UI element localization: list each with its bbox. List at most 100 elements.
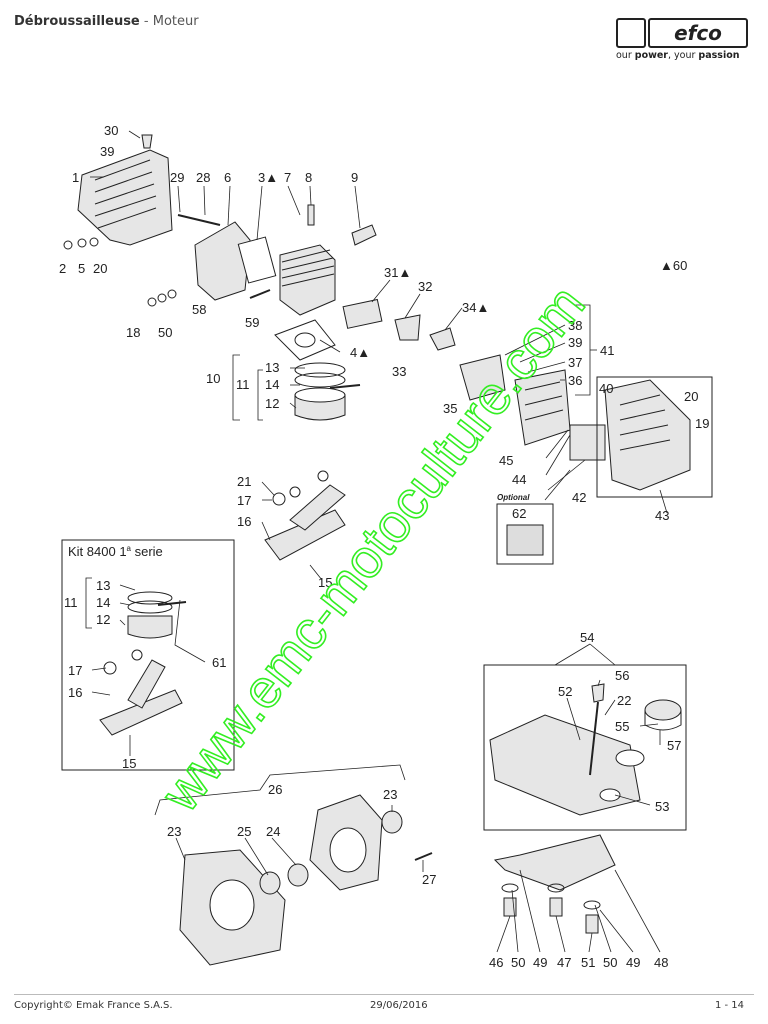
footer-date: 29/06/2016	[370, 1000, 428, 1011]
callout-61: 61	[212, 655, 226, 670]
part-screw-59	[249, 289, 271, 299]
page-header: Débroussailleuse - Moteur	[14, 14, 199, 29]
callout-24: 24	[266, 824, 280, 839]
part-damper-left	[501, 883, 519, 917]
callout-59: 59	[245, 315, 259, 330]
callout-31: 31▲	[384, 265, 411, 280]
callout-46: 46	[489, 955, 503, 970]
callout-19: 19	[695, 416, 709, 431]
callout-56: 56	[615, 668, 629, 683]
callout-39a: 39	[100, 144, 114, 159]
callout-7: 7	[284, 170, 291, 185]
callout-38: 38	[568, 318, 582, 333]
part-carburetor	[459, 354, 506, 401]
callout-14a: 14	[265, 377, 279, 392]
callout-30: 30	[104, 123, 118, 138]
part-crankcase-half-1	[179, 849, 286, 966]
part-gasket-hole	[294, 332, 316, 348]
part-gasket-3	[237, 236, 277, 284]
callout-5: 5	[78, 261, 85, 276]
leader-lines	[85, 130, 668, 953]
callout-14b: 14	[96, 595, 110, 610]
callout-18: 18	[126, 325, 140, 340]
callout-34: 34▲	[462, 300, 489, 315]
callout-2: 2	[59, 261, 66, 276]
optional-label: Optional	[497, 493, 530, 502]
part-fuel-filter	[591, 683, 605, 703]
callout-16a: 16	[237, 514, 251, 529]
title-separator: -	[139, 14, 153, 29]
callout-23a: 23	[383, 787, 397, 802]
callout-51: 51	[581, 955, 595, 970]
part-piston	[294, 362, 361, 421]
callout-47: 47	[557, 955, 571, 970]
part-filter-cover-frame	[596, 376, 713, 498]
callout-12a: 12	[265, 396, 279, 411]
callout-3: 3▲	[258, 170, 278, 185]
callout-41: 41	[600, 343, 614, 358]
callout-44: 44	[512, 472, 526, 487]
part-damper-right	[583, 900, 601, 934]
callout-53: 53	[655, 799, 669, 814]
part-screw-30	[141, 134, 153, 149]
callout-49b: 49	[626, 955, 640, 970]
callout-8: 8	[305, 170, 312, 185]
callout-1: 1	[72, 170, 79, 185]
callout-50a: 50	[158, 325, 172, 340]
part-air-filter	[569, 424, 606, 461]
callout-37: 37	[568, 355, 582, 370]
callout-39b: 39	[568, 335, 582, 350]
kit-crankshaft	[99, 649, 183, 736]
page-subtitle: Moteur	[152, 14, 199, 29]
callout-6: 6	[224, 170, 231, 185]
part-fuel-cap	[644, 699, 682, 731]
callout-40: 40	[599, 381, 613, 396]
callout-15b: 15	[122, 756, 136, 771]
callout-55: 55	[615, 719, 629, 734]
fuel-tank-box	[483, 664, 687, 831]
part-bracket-32	[394, 314, 421, 341]
callout-21: 21	[237, 474, 251, 489]
brand-logo: efco our power, your passion	[616, 18, 748, 62]
kit-piston	[127, 591, 187, 639]
callout-20b: 20	[684, 389, 698, 404]
part-fuel-hose	[589, 701, 599, 776]
callout-12b: 12	[96, 612, 110, 627]
page-title: Débroussailleuse	[14, 14, 140, 29]
part-fan-cover	[77, 149, 173, 246]
part-bearings	[259, 810, 403, 895]
part-part-34	[429, 327, 456, 351]
callout-29: 29	[170, 170, 184, 185]
brand-logo-mark-icon	[616, 18, 646, 48]
kit-box-title: Kit 8400 1a serie	[68, 544, 163, 559]
callout-33: 33	[392, 364, 406, 379]
part-optional-filter	[506, 524, 544, 556]
callout-45: 45	[499, 453, 513, 468]
callout-50b: 50	[511, 955, 525, 970]
footer-copyright: Copyright© Emak France S.A.S.	[14, 1000, 173, 1011]
callout-25: 25	[237, 824, 251, 839]
optional-box	[496, 503, 554, 565]
callout-60: ▲60	[660, 258, 687, 273]
callout-9: 9	[351, 170, 358, 185]
callout-50c: 50	[603, 955, 617, 970]
part-bolt-29	[177, 214, 221, 226]
callout-15a: 15	[318, 575, 332, 590]
callout-32: 32	[418, 279, 432, 294]
callout-58: 58	[192, 302, 206, 317]
callout-49a: 49	[533, 955, 547, 970]
callout-43: 43	[655, 508, 669, 523]
callout-48: 48	[654, 955, 668, 970]
part-mount-bracket	[493, 834, 616, 891]
callout-17b: 17	[68, 663, 82, 678]
callout-57: 57	[667, 738, 681, 753]
callout-26: 26	[268, 782, 282, 797]
part-screw-27	[414, 852, 433, 861]
callout-42: 42	[572, 490, 586, 505]
part-cylinder-cover	[194, 221, 251, 301]
callout-16b: 16	[68, 685, 82, 700]
kit-box	[61, 539, 235, 771]
callout-13a: 13	[265, 360, 279, 375]
callout-4: 4▲	[350, 345, 370, 360]
